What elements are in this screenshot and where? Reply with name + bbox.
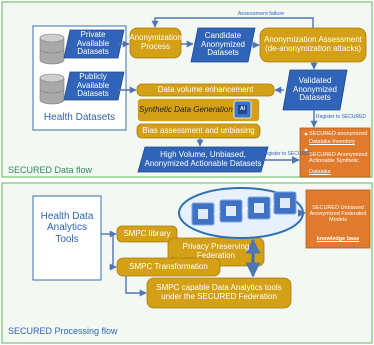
validated-datasets-label: Validated Anonymized Datasets <box>292 75 338 103</box>
anonymization-process-label: Anonymization Process <box>129 33 182 51</box>
ai-chip-icon <box>247 196 271 220</box>
register-secured-label-2: Register to SECURED <box>262 150 313 157</box>
synthetic-data-generation-label: Synthetic Data Generation <box>139 104 233 114</box>
edge-transformation-to-tools <box>125 276 147 297</box>
smpc-library-label: SMPC library <box>123 228 171 238</box>
edge-assessment-failure <box>151 17 314 28</box>
ai-chip-icon <box>273 191 297 215</box>
ai-chip-icon <box>219 199 243 223</box>
data-volume-enhancement-label: Data volume enhancement <box>157 84 254 94</box>
health-tools-box <box>32 195 102 281</box>
public-datasets-label: Publicly Available Datasets <box>76 71 110 99</box>
data-volume-enhancement-node <box>136 83 275 97</box>
database-icon <box>39 73 65 105</box>
smpc-transformation-node <box>116 257 221 277</box>
high-volume-datasets-node <box>137 146 269 173</box>
candidate-datasets-node <box>190 27 256 63</box>
privacy-federation-label: Privacy Preserving Federation <box>182 242 250 260</box>
assessment-failure-label: Assessment failure <box>237 11 285 18</box>
bias-assessment-label: Bias assessment and unbiasing <box>142 125 255 135</box>
processing-section-title: SECURED Processing flow <box>8 326 118 337</box>
secured-synthetic-title: SECURED Anonymized Actionable Synthetic <box>309 151 368 164</box>
high-volume-datasets-label: High Volume, Unbiased, Anonymized Action… <box>144 149 262 168</box>
anonymization-assessment-label: Anonymization Assessment (de-anonymizati… <box>264 35 362 53</box>
secured-inventory-title: SECURED anonymized <box>309 130 368 137</box>
bias-assessment-node <box>136 123 261 139</box>
smpc-tools-node <box>146 277 292 309</box>
secured-synthetic-link[interactable]: Datalake <box>309 168 331 175</box>
secured-datalake-box <box>299 127 371 178</box>
private-datasets-node <box>63 29 125 59</box>
candidate-datasets-label: Candidate Anonymized Datasets <box>200 30 246 58</box>
ai-chip-label: AI <box>240 105 245 112</box>
smpc-library-node <box>116 225 178 243</box>
private-datasets-label: Private Available Datasets <box>76 29 110 57</box>
register-secured-label-1: Register to SECURED <box>316 113 367 120</box>
federated-models-title: SECURED Unbiased Anonymized Federated Mo… <box>309 204 367 224</box>
federated-models-box <box>305 189 371 249</box>
public-datasets-node <box>63 71 125 101</box>
ai-chip-icon <box>191 202 215 226</box>
edge-library-to-transformation <box>109 234 117 271</box>
health-datasets-label: Health Datasets <box>43 112 116 124</box>
health-tools-label: Health Data Analytics Tools <box>40 211 94 245</box>
anonymization-process-node <box>129 27 182 59</box>
federated-models-link[interactable]: knowledge base <box>316 235 360 242</box>
secured-inventory-link[interactable]: Datalake Inventory <box>309 138 355 145</box>
smpc-tools-label: SMPC capable Data Analytics tools under … <box>156 283 282 301</box>
database-icon <box>39 33 65 65</box>
validated-datasets-node <box>282 69 348 111</box>
ai-chip-icon <box>233 100 252 119</box>
dataflow-section-title: SECURED Data flow <box>8 164 93 175</box>
synthetic-data-generation-node <box>136 97 261 123</box>
smpc-transformation-label: SMPC Transformation <box>129 261 208 271</box>
